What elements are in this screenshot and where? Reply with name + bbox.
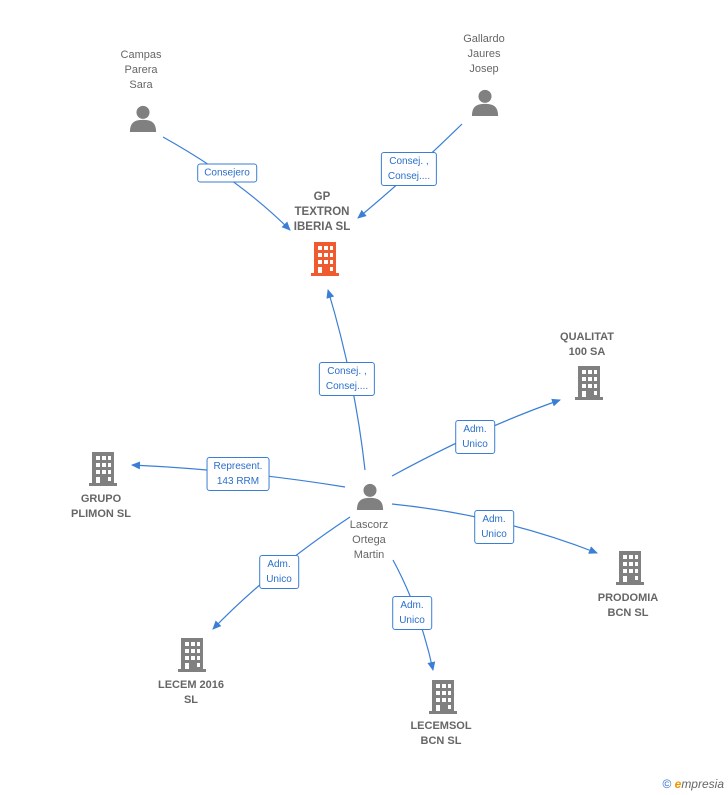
copyright-symbol: © (662, 777, 672, 791)
edge-campas-gp (162, 136, 291, 231)
edge-label-campas-gp: Consejero (197, 163, 257, 183)
building-icon[interactable] (575, 366, 603, 400)
person-icon[interactable] (471, 89, 499, 116)
edge-label-lascorz-prodomia: Adm. Unico (474, 510, 514, 544)
edge-label-lascorz-grupo: Represent. 143 RRM (206, 457, 270, 491)
node-label-prodomia[interactable]: PRODOMIA BCN SL (597, 592, 659, 619)
building-icon[interactable] (616, 551, 644, 585)
node-label-lascorz[interactable]: Lascorz Ortega Martin (349, 519, 389, 561)
node-label-qualitat[interactable]: QUALITAT 100 SA (560, 331, 614, 358)
edge-label-lascorz-qualitat: Adm. Unico (455, 420, 495, 454)
edge-label-gallardo-gp: Consej. , Consej.... (380, 152, 438, 186)
node-label-gallardo[interactable]: Gallardo Jaures Josep (463, 33, 505, 75)
edge-label-lascorz-lecemsol: Adm. Unico (392, 596, 432, 630)
building-icon[interactable] (178, 638, 206, 672)
node-label-lecem2016[interactable]: LECEM 2016 SL (157, 679, 225, 706)
person-icon[interactable] (356, 483, 384, 510)
node-label-lecemsol[interactable]: LECEMSOL BCN SL (410, 720, 472, 747)
building-icon[interactable] (429, 680, 457, 714)
building-icon[interactable] (311, 242, 339, 276)
brand-name: mpresia (681, 777, 724, 791)
building-icon[interactable] (89, 452, 117, 486)
empresia-watermark: © empresia (662, 777, 724, 791)
node-label-gp[interactable]: GP TEXTRON IBERIA SL (293, 191, 351, 233)
node-label-campas[interactable]: Campas Parera Sara (120, 49, 162, 91)
brand-logo-letter: e (674, 777, 682, 791)
edge-label-lascorz-gp: Consej. , Consej.... (318, 362, 376, 396)
node-label-grupo[interactable]: GRUPO PLIMON SL (71, 493, 131, 520)
edge-label-lascorz-lecem2016: Adm. Unico (259, 555, 299, 589)
person-icon[interactable] (129, 105, 157, 132)
